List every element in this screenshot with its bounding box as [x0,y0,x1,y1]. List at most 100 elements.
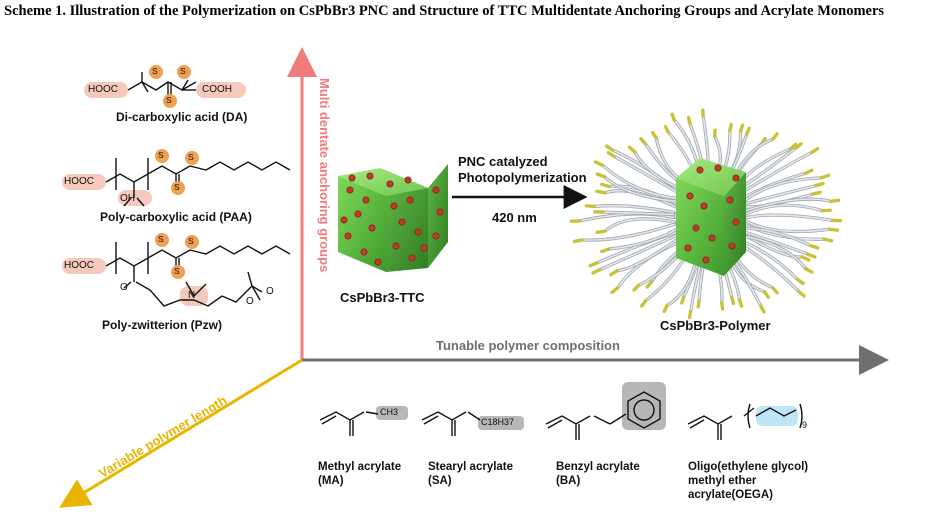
polymer-cube-dot [684,244,692,252]
polymer-chain-end [771,132,779,141]
polymer-chain-end [829,198,841,203]
pzw-n-label: N [188,290,196,301]
polymer-chain-end [771,286,779,295]
polymer-chain-end [808,243,820,250]
paa-s3-label: S [174,182,180,192]
ttc-dot [414,228,422,236]
polymer-chain-end [687,309,693,320]
ttc-dot [374,258,382,266]
polymer-cube-dot [686,192,694,200]
ttc-dot [408,254,416,262]
polymer-chain-end [806,252,817,259]
polymer-chain-end [810,190,822,196]
polymer-chain-end [822,237,834,243]
polymer-chain-end [595,189,607,195]
polymer-cube-dots [684,164,740,264]
polymer-chain-end [610,286,620,295]
monomer-ma-label: Methyl acrylate(MA) [318,461,402,487]
da-cooh-label: COOH [202,84,232,95]
horizontal-axis-label: Tunable polymer composition [436,338,620,353]
polymer-chain-highlight [741,230,809,255]
polymer-chain-highlight [599,233,681,271]
polymer-chain-highlight [582,223,676,241]
anchor-pzw-label: Poly-zwitterion (Pzw) [102,318,222,332]
polymer-chain-highlight [742,177,822,203]
ttc-dot [406,196,414,204]
monomer-ba-label: Benzyl acrylate(BA) [556,461,640,487]
monomer-sa-structure [421,411,524,436]
polymer-chain-end [600,247,611,254]
polymer-chain-end [639,137,648,146]
ttc-dot [368,224,376,232]
polymer-chain-highlight [603,176,678,203]
ttc-dot [386,180,394,188]
polymer-chain-end [730,295,736,306]
polymer-chain-end [572,238,584,244]
ttc-cube [338,164,448,272]
polymer-chain-end [696,299,701,309]
ttc-dot [344,232,352,240]
polymer-chain-end [686,115,692,126]
polymer-chain-end [728,122,733,133]
anchor-da-label: Di-carboxylic acid (DA) [116,110,248,124]
polymer-chain-end [800,255,811,262]
polymer-chain-highlight [601,164,680,200]
polymer-chain-end [762,290,771,299]
pzw-hooc-label: HOOC [64,260,94,271]
ttc-dot [366,172,374,180]
polymer-cube-dot [692,224,700,232]
pzw-o1-label: O [120,282,128,293]
polymer-chain-end [797,289,806,298]
polymer-chain-end [588,261,599,268]
ttc-label: CsPbBr3-TTC [340,290,425,305]
polymer-chain-end [604,144,615,152]
polymer-chain-highlight [738,234,807,270]
wavelength-label: 420 nm [492,210,537,225]
polymer-chain-end [795,277,805,286]
da-s3-label: S [166,95,172,105]
polymer-chain-highlight [745,220,830,233]
polymer-chain-end [809,146,820,155]
polymer-chain-end [737,298,744,308]
paa-s1-label: S [158,150,164,160]
polymer-chain-end [645,280,654,289]
polymer-chain-highlight [743,184,816,206]
polymer-cube-dot [700,202,708,210]
polymer-chain-highlight [743,227,811,247]
ttc-dot [362,196,370,204]
oega-n-label: 9 [802,420,808,430]
monomer-ba-structure [545,382,666,440]
scheme-caption: Scheme 1. Illustration of the Polymeriza… [4,3,885,19]
polymer-chain-end [584,204,596,209]
polymer-chain-end [827,227,840,232]
polymer-chain-highlight [745,198,831,212]
ttc-dot [392,242,400,250]
polymer-chain-end [609,269,619,277]
ttc-dot [432,232,440,240]
pzw-so3-label: O [246,296,254,307]
vertical-axis-label: Multi dentate anchoring groups [317,78,332,273]
pzw-s2-label: S [188,236,194,246]
polymer-chain-end [788,142,798,151]
paa-s2-label: S [188,152,194,162]
polymer-chain-end [662,303,669,314]
polymer-chain-highlight [745,204,823,215]
ttc-dot [398,218,406,226]
polymer-chain-highlight [614,155,683,196]
ttc-dot [346,186,354,194]
paa-hooc-label: HOOC [64,176,94,187]
polymer-brushes [569,108,843,320]
polymer-chain-end [606,150,617,159]
polymer-chain-end [627,145,637,154]
polymer-cube-dot [702,256,710,264]
da-s1-label: S [152,66,158,76]
polymer-cube-dot [728,242,736,250]
polymer-cube-dot [732,174,740,182]
diagonal-axis [59,358,303,508]
reaction-line1: PNC catalyzed [458,154,548,169]
ttc-ligand-dots [340,172,444,266]
monomer-oega-structure [687,403,803,440]
polymer-cube-dot [714,164,722,172]
anchor-paa-label: Poly-carboxylic acid (PAA) [100,210,252,224]
